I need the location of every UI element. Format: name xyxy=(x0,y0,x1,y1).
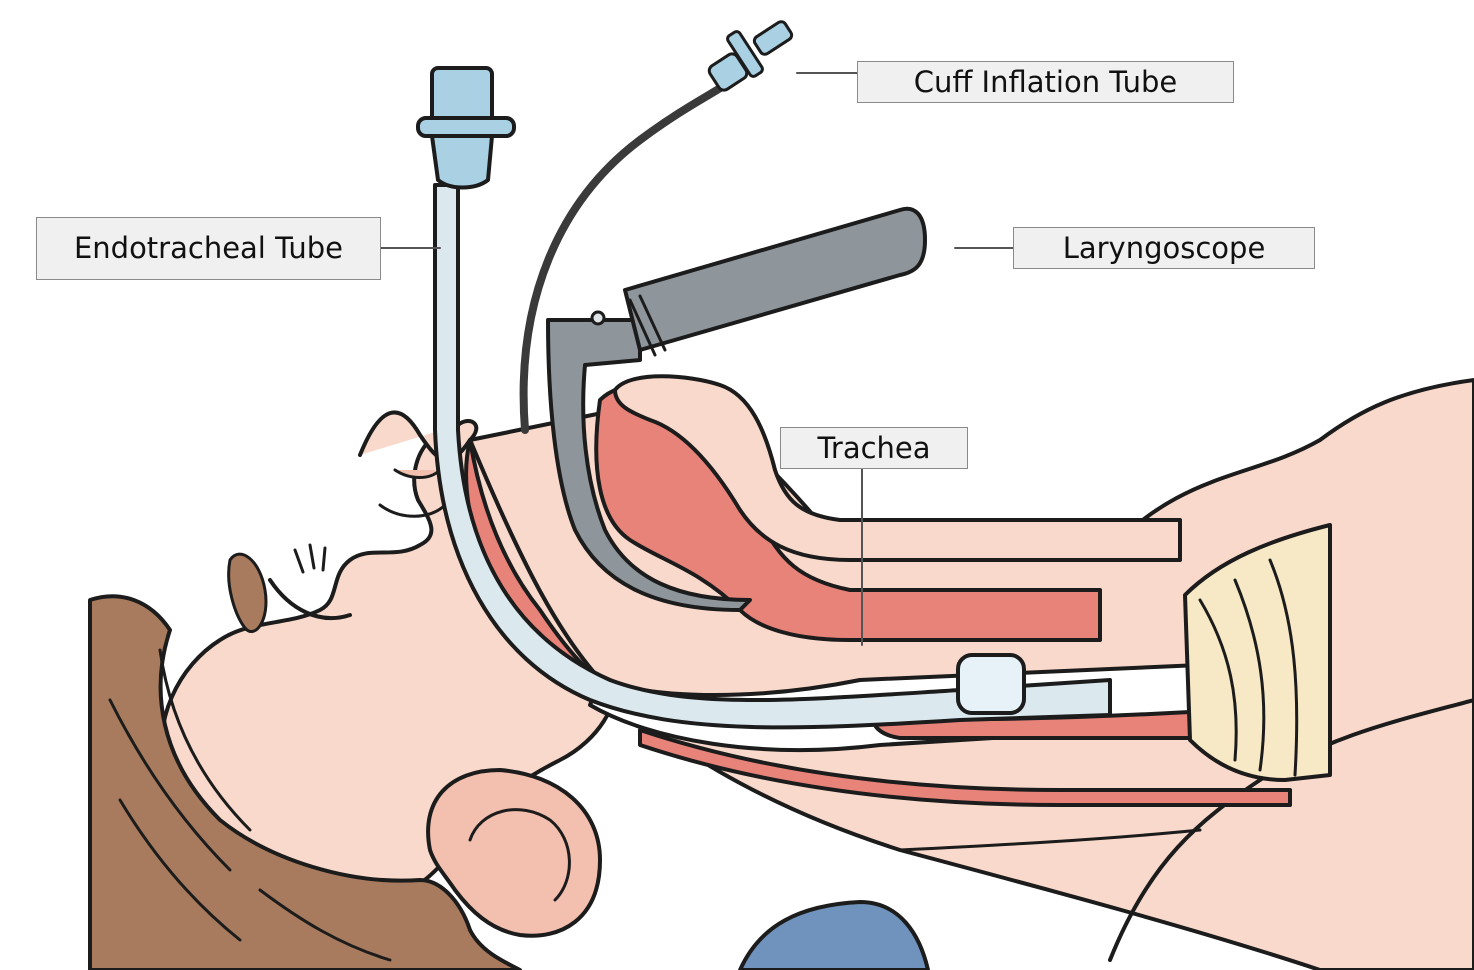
cheek xyxy=(229,554,266,631)
pillow xyxy=(740,902,928,970)
label-cuff-inflation-tube: Cuff Inflation Tube xyxy=(857,61,1234,103)
tube-connector xyxy=(418,68,514,188)
label-endotracheal-tube: Endotracheal Tube xyxy=(36,217,381,280)
nostril xyxy=(395,470,440,478)
laryngoscope-pin xyxy=(592,312,604,324)
label-laryngoscope: Laryngoscope xyxy=(1013,227,1315,269)
eyelashes xyxy=(295,545,325,572)
label-trachea: Trachea xyxy=(780,427,968,469)
pilot-balloon-connector xyxy=(707,20,794,93)
laryngoscope-handle xyxy=(625,209,925,350)
endotracheal-cuff xyxy=(958,655,1024,713)
